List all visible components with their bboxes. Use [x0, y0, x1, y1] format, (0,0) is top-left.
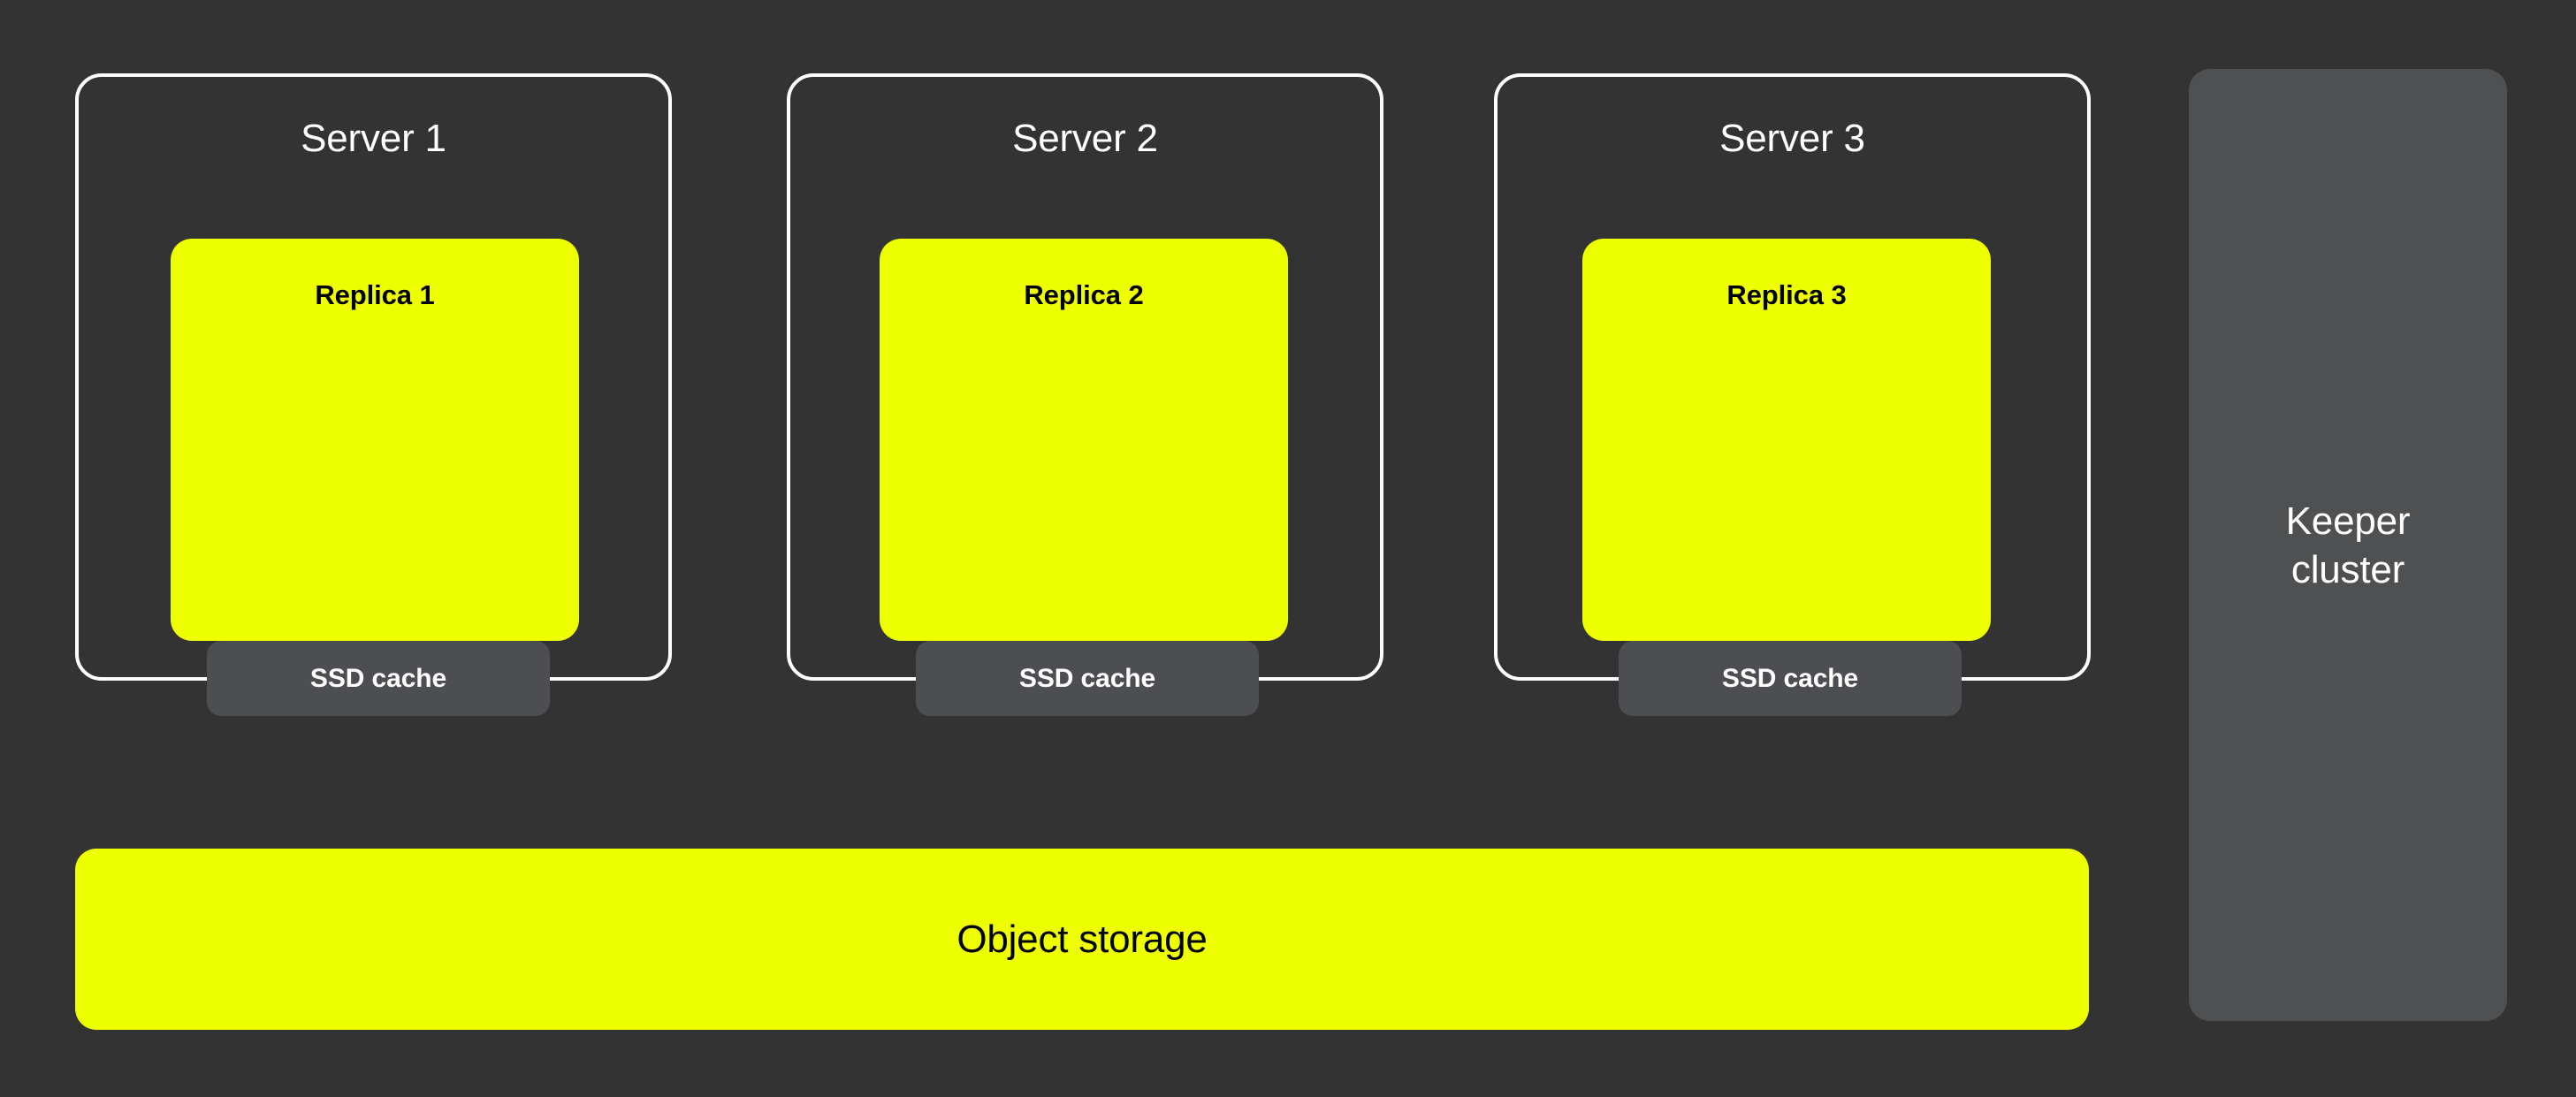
ssd-cache-label-2: SSD cache	[1018, 663, 1156, 693]
server-title-1: Server 1	[301, 117, 446, 160]
server-title-3: Server 3	[1719, 117, 1865, 160]
ssd-cache-label-1: SSD cache	[309, 663, 447, 693]
ssd-cache-label-3: SSD cache	[1721, 663, 1859, 693]
object-storage-bar: Object storage	[75, 849, 2089, 1030]
keeper-cluster-panel: Keeper cluster	[2189, 69, 2507, 1021]
server-title-2: Server 2	[1012, 117, 1158, 160]
replica-label-2: Replica 2	[1024, 279, 1144, 310]
replica-label-3: Replica 3	[1726, 279, 1847, 310]
replica-box-3: Replica 3	[1582, 239, 1991, 641]
ssd-cache-badge-2: SSD cache	[916, 641, 1259, 716]
ssd-cache-badge-3: SSD cache	[1619, 641, 1962, 716]
keeper-cluster-label-line1: Keeper	[2285, 499, 2411, 543]
object-storage-label: Object storage	[956, 917, 1208, 961]
ssd-cache-badge-1: SSD cache	[207, 641, 550, 716]
replica-label-1: Replica 1	[315, 279, 435, 310]
replica-box-2: Replica 2	[880, 239, 1288, 641]
keeper-cluster-label-line2: cluster	[2290, 547, 2405, 591]
keeper-cluster-label: Keeper cluster	[2286, 497, 2411, 594]
replica-box-1: Replica 1	[171, 239, 579, 641]
